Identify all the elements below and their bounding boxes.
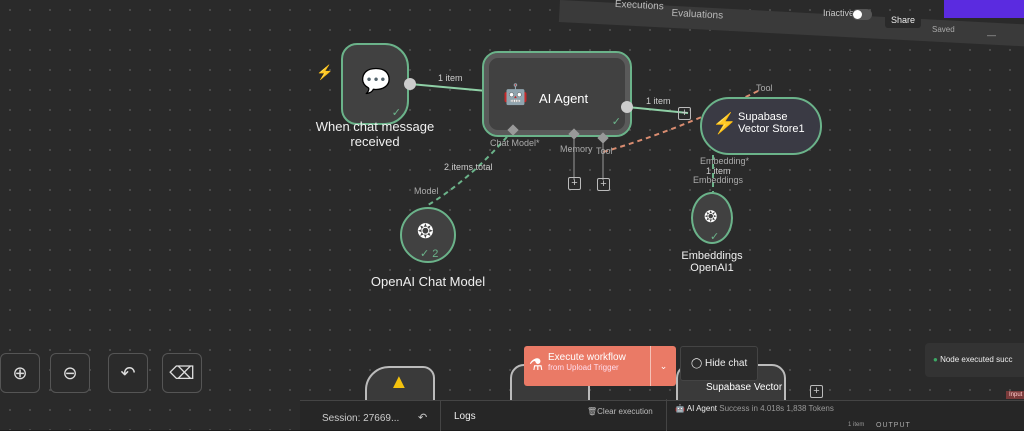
run-count: 2 (432, 248, 439, 260)
ai-agent-node[interactable]: 🤖 AI Agent ✓ (482, 51, 632, 137)
execute-subtitle: from Upload Trigger (548, 363, 619, 372)
success-icon: ● (933, 355, 941, 364)
output-heading: OUTPUT (876, 422, 911, 429)
edge-label: 2 items total (444, 162, 493, 172)
chat-trigger-node[interactable]: 💬 ✓ (341, 43, 409, 125)
more-button[interactable]: — (987, 30, 996, 40)
success-check-icon: ✓ (420, 248, 433, 260)
hide-chat-button[interactable]: ◯ Hide chat (680, 346, 758, 381)
active-label: Inactive (823, 8, 855, 18)
add-memory-button[interactable]: + (568, 177, 581, 190)
supabase-vector-node[interactable]: ⚡ Supabase Vector Store1 (700, 97, 822, 155)
embeddings-port-label: Embeddings (693, 175, 744, 185)
openai-chat-model-label: OpenAI Chat Model (370, 274, 486, 289)
chevron-down-icon[interactable]: ⌄ (650, 346, 676, 386)
share-button[interactable]: Share (885, 12, 922, 28)
edge-label: 1 item (438, 73, 463, 83)
input-tab[interactable]: Input (1006, 391, 1024, 399)
openai-icon: ❂ (704, 209, 718, 226)
execute-workflow-button[interactable]: ⚗ Execute workflow from Upload Trigger ⌄ (524, 346, 676, 386)
chat-bubble-icon: ◯ (691, 358, 705, 369)
add-node-button[interactable]: + (678, 107, 691, 120)
openai-icon: ❂ (417, 221, 434, 243)
trash-icon: 🗑 (587, 407, 598, 416)
openai-chat-model-node[interactable]: ❂ ✓ 2 (400, 207, 456, 263)
output-port[interactable] (621, 101, 633, 113)
embeddings-openai-label: Embeddings OpenAI1 (681, 250, 743, 274)
chat-icon: 💬 (361, 68, 391, 95)
google-drive-icon: ▲ (389, 371, 409, 393)
add-tool-button[interactable]: + (597, 178, 610, 191)
session-id: Session: 27669... (322, 413, 400, 424)
add-node-button[interactable]: + (810, 385, 823, 398)
output-port[interactable] (404, 78, 416, 90)
success-check-icon: ✓ (391, 107, 401, 119)
execute-title: Execute workflow (548, 352, 626, 363)
chat-model-label: Chat Model* (490, 138, 540, 148)
toast-notification: ● Node executed succ (925, 343, 1024, 377)
logs-panel: Session: 27669... ↶ Logs 🗑Clear executio… (300, 391, 1024, 431)
item-count: 1 item (848, 422, 865, 428)
trigger-bolt-icon: ⚡ (316, 64, 334, 80)
clean-up-button[interactable]: ⌫ (162, 353, 202, 393)
logs-title: Logs (454, 411, 476, 422)
memory-label: Memory (560, 144, 593, 154)
tool-label: Tool (756, 83, 773, 93)
zoom-out-button[interactable]: ⊖ (50, 353, 90, 393)
tool-label: Tool (596, 146, 613, 156)
embedding-label: Embedding* (700, 156, 750, 166)
edge-label: 1 item (706, 166, 731, 176)
success-check-icon: ✓ (710, 231, 720, 243)
ai-agent-label: AI Agent (539, 91, 589, 106)
reset-session-icon[interactable]: ↶ (418, 412, 428, 424)
header-accent (944, 0, 1024, 18)
success-check-icon: ✓ (611, 116, 621, 128)
active-toggle[interactable] (852, 9, 872, 20)
robot-icon: 🤖 (503, 84, 528, 106)
node-label: Supabase Vector (706, 382, 783, 393)
undo-button[interactable]: ↶ (108, 353, 148, 393)
edge-label: 1 item (646, 96, 671, 106)
embeddings-openai-node[interactable]: ❂ ✓ (691, 192, 733, 244)
saved-status: Saved (932, 25, 955, 34)
supabase-icon: ⚡ (712, 113, 737, 135)
flask-icon: ⚗ (528, 357, 544, 374)
clear-execution-button[interactable]: 🗑Clear execution (587, 407, 653, 416)
robot-icon: 🤖 (675, 404, 687, 413)
chat-trigger-label: When chat message received (315, 119, 435, 149)
supabase-vector-label: Supabase Vector Store1 (738, 111, 805, 135)
model-port-label: Model (414, 186, 439, 196)
log-entry: 🤖 AI Agent Success in 4.018s 1,838 Token… (675, 404, 834, 413)
zoom-in-button[interactable]: ⊕ (0, 353, 40, 393)
